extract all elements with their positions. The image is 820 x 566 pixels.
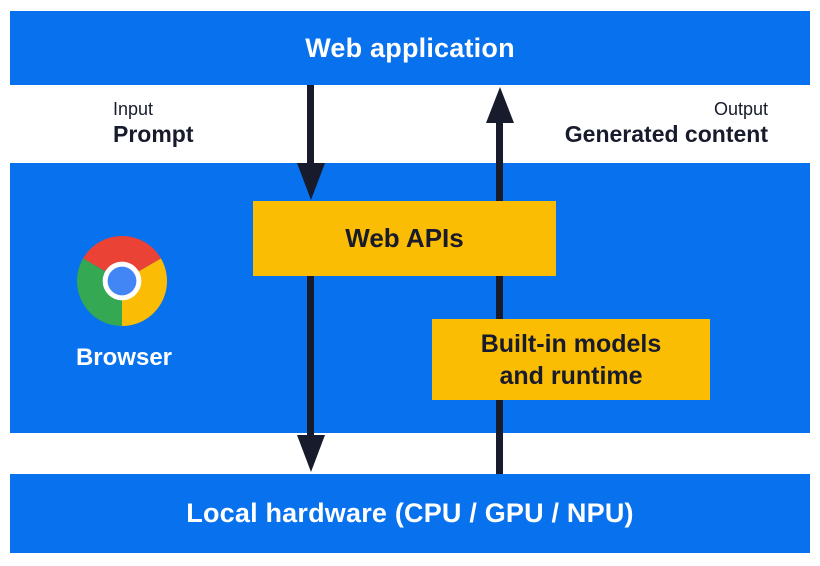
down-arrowhead-to-local-hardware: [297, 435, 325, 472]
down-arrow-line-top: [307, 85, 314, 165]
up-arrow-line: [496, 120, 503, 474]
generated-content-label: Generated content: [564, 121, 768, 147]
prompt-label: Prompt: [113, 121, 194, 147]
web-apis-label: Web APIs: [345, 223, 464, 253]
input-label-group: Input Prompt: [113, 99, 194, 147]
chrome-icon: [77, 236, 167, 326]
down-arrowhead-to-web-apis: [297, 163, 325, 200]
builtin-models-line2: and runtime: [499, 361, 643, 390]
up-arrowhead-to-web-application: [486, 87, 514, 123]
browser-label: Browser: [75, 344, 173, 371]
web-application-label: Web application: [305, 32, 515, 63]
local-hardware-label: Local hardware (CPU / GPU / NPU): [186, 498, 634, 528]
output-label: Output: [713, 99, 768, 119]
web-apis-box: Web APIs: [253, 201, 556, 276]
builtin-models-line1: Built-in models: [480, 329, 662, 358]
down-arrow-line-bottom: [307, 276, 314, 437]
builtin-models-box: Built-in models and runtime: [432, 319, 710, 400]
output-label-group: Output Generated content: [565, 99, 768, 147]
web-application-band: Web application: [10, 11, 810, 85]
local-hardware-band: Local hardware (CPU / GPU / NPU): [10, 474, 810, 553]
input-label: Input: [113, 99, 154, 119]
